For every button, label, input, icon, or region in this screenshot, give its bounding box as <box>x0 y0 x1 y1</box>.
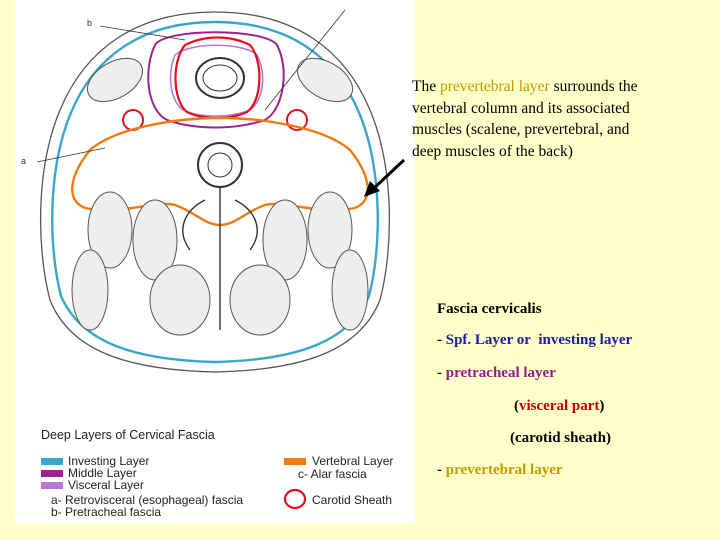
investing-layer-text: investing layer <box>538 332 633 348</box>
callout-rest: surrounds the vertebral column and its a… <box>412 78 638 160</box>
paren-open: ( <box>514 398 519 414</box>
cervical-fascia-figure: a b Deep Layers of Cervical Fascia Inves… <box>15 0 415 524</box>
notes-line-visceral: (visceral part) <box>514 398 604 415</box>
label-a: a <box>21 156 27 166</box>
spf-layer-text: Spf. Layer or <box>445 332 531 348</box>
legend-visceral: Visceral Layer <box>68 478 144 492</box>
notes-line-prevertebral: - prevertebral layer <box>437 462 563 479</box>
legend-vertebral: Vertebral Layer <box>312 454 394 468</box>
legend-alar: c- Alar fascia <box>298 467 367 481</box>
label-b: b <box>87 18 93 28</box>
visceral-part-text: visceral part <box>519 398 600 414</box>
callout-prefix: The <box>412 78 440 95</box>
bullet: - <box>437 365 446 381</box>
legend-retrovisceral: a- Retrovisceral (esophageal) fascia <box>51 493 244 507</box>
bullet: - <box>437 332 446 348</box>
legend-investing: Investing Layer <box>68 454 150 468</box>
prevertebral-layer-text: prevertebral layer <box>445 462 563 478</box>
notes-heading: Fascia cervicalis <box>437 301 542 317</box>
paren-close: ) <box>599 398 605 414</box>
pointer-arrow-icon <box>364 158 406 197</box>
prevertebral-callout: The prevertebral layer surrounds the ver… <box>412 76 662 162</box>
neck-cross-section-diagram <box>36 9 391 510</box>
notes-line-pretracheal: - pretracheal layer <box>437 365 556 382</box>
pretracheal-layer-text: pretracheal layer <box>445 365 556 381</box>
legend-pretracheal: b- Pretracheal fascia <box>51 505 162 519</box>
notes-line-carotid: (carotid sheath) <box>510 430 611 446</box>
callout-highlight: prevertebral layer <box>439 78 550 95</box>
notes-line-investing: - Spf. Layer or investing layer <box>437 332 632 349</box>
legend-middle: Middle Layer <box>68 466 137 480</box>
legend-title: Deep Layers of Cervical Fascia <box>41 428 215 442</box>
bullet: - <box>437 462 446 478</box>
legend-carotid: Carotid Sheath <box>312 493 393 507</box>
